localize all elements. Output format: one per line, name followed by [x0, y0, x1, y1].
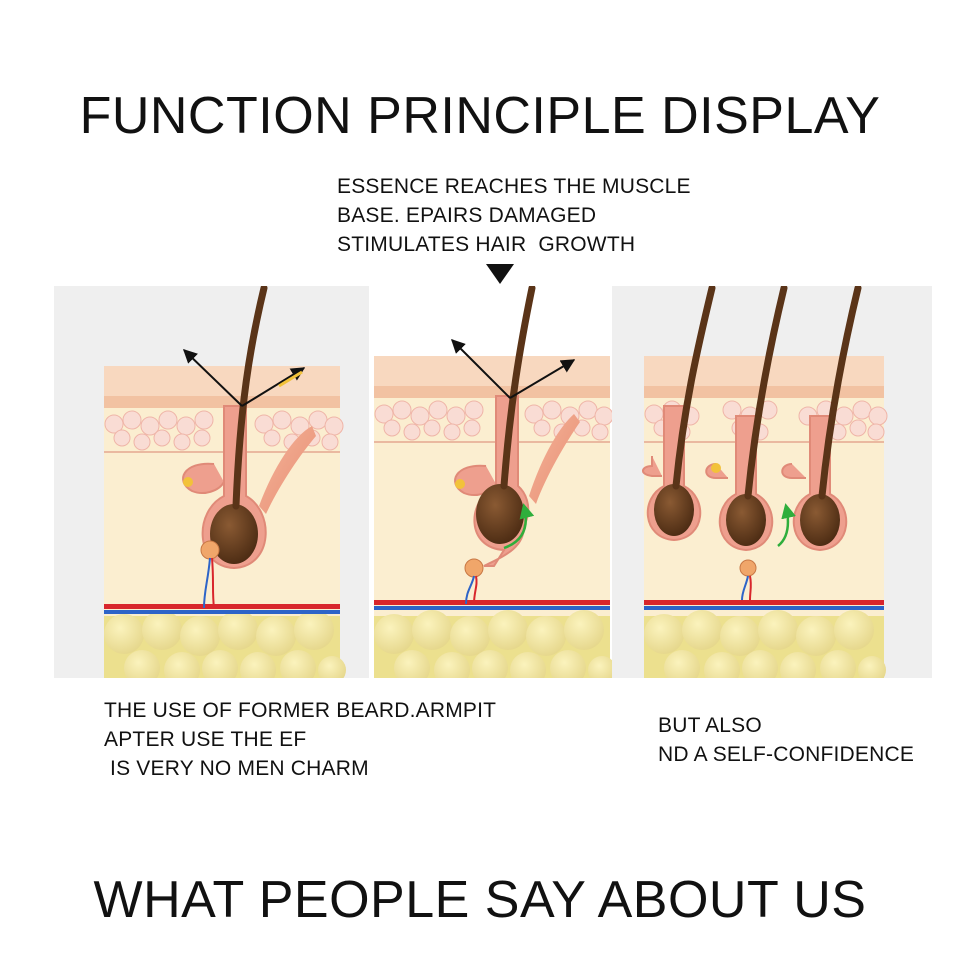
caption-right-line: BUT ALSO [658, 714, 762, 737]
caption-left-line: IS VERY NO MEN CHARM [104, 757, 369, 780]
page-title: FUNCTION PRINCIPLE DISPLAY [79, 87, 881, 145]
caption-left: THE USE OF FORMER BEARD.ARMPIT APTER USE… [104, 696, 496, 783]
caption-left-line: THE USE OF FORMER BEARD.ARMPIT [104, 699, 497, 722]
curved-arrow-up-icon [503, 503, 535, 550]
panel-during [374, 286, 616, 678]
caption-right-line: ND A SELF-CONFIDENCE [658, 743, 915, 766]
section-title: WHAT PEOPLE SAY ABOUT US [93, 871, 867, 929]
panel-after [612, 286, 932, 678]
caption-top: ESSENCE REACHES THE MUSCLE BASE. EPAIRS … [337, 172, 691, 259]
caption-right: BUT ALSO ND A SELF-CONFIDENCE [658, 711, 914, 769]
panel-before [54, 286, 369, 678]
caption-left-line: APTER USE THE EF [104, 728, 307, 751]
caption-top-line: ESSENCE REACHES THE MUSCLE [337, 175, 691, 198]
hair-follicle-diagram [54, 286, 932, 678]
caption-top-line: STIMULATES HAIR GROWTH [337, 233, 636, 256]
caption-top-line: BASE. EPAIRS DAMAGED [337, 204, 597, 227]
curved-arrow-up-icon [777, 503, 796, 547]
triangle-down-icon [486, 264, 514, 284]
